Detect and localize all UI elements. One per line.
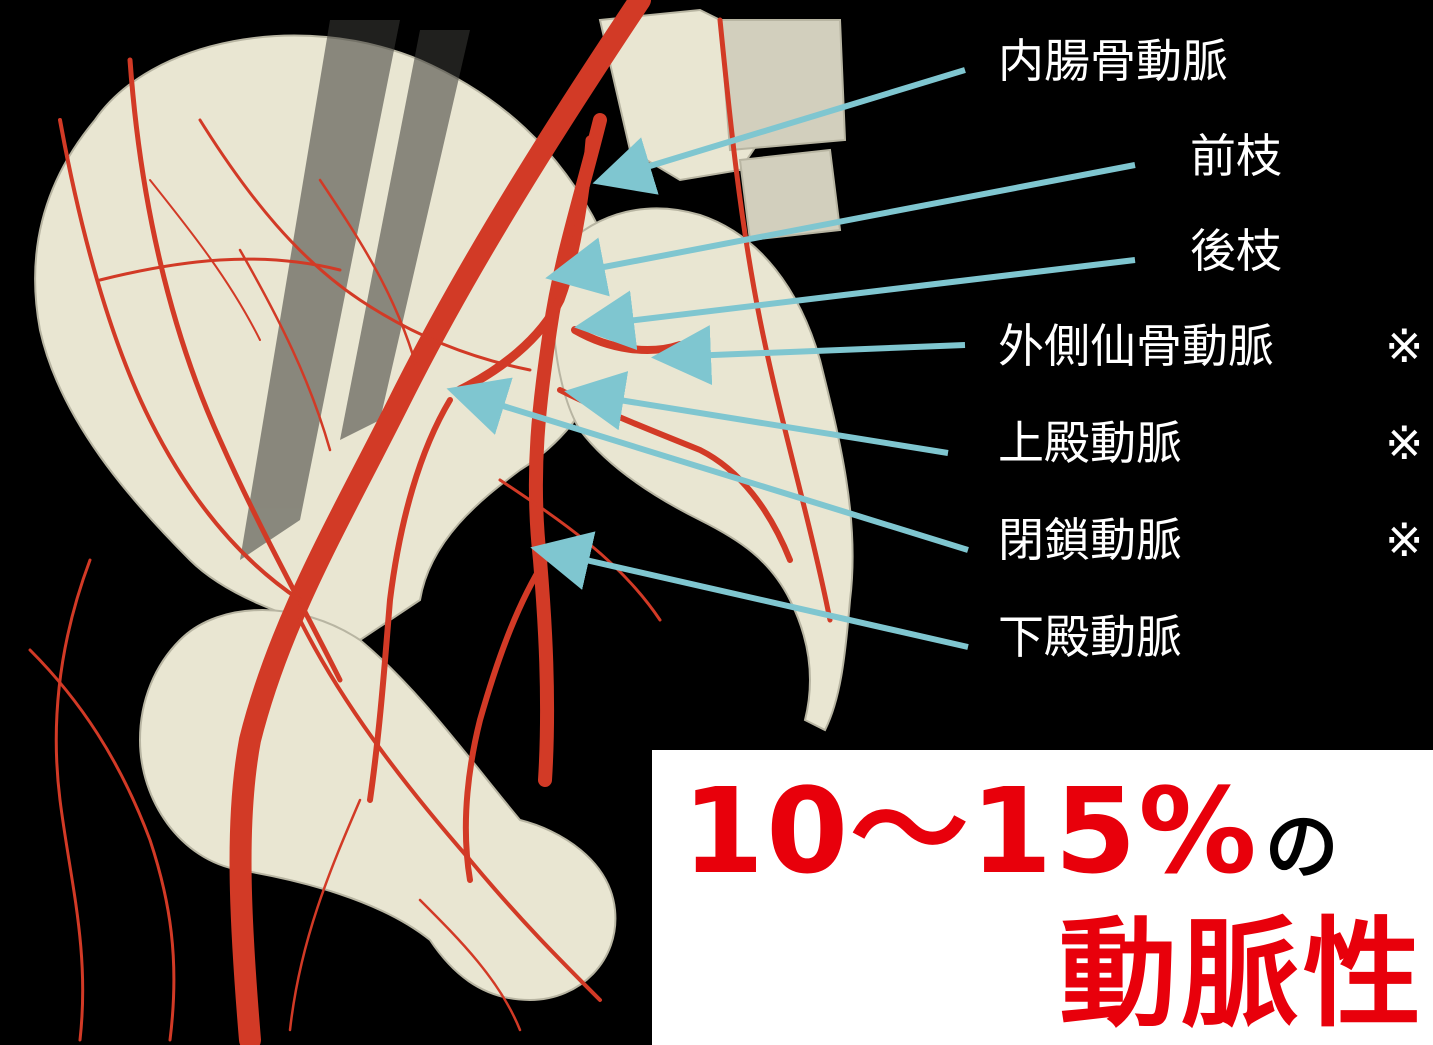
callout-word: 動脈性 <box>1059 915 1425 1033</box>
callout-headline: 10〜15%の <box>682 772 1339 890</box>
label-superior-gluteal-artery: 上殿動脈 <box>998 420 1182 466</box>
label-anterior-branch: 前枝 <box>1190 133 1282 179</box>
note-mark-obturator: ※ <box>1385 517 1424 563</box>
label-inferior-gluteal-artery: 下殿動脈 <box>998 614 1182 660</box>
note-mark-lateral-sacral: ※ <box>1385 323 1424 369</box>
callout-suffix: の <box>1265 804 1339 890</box>
callout-percent: 10〜15% <box>682 762 1259 900</box>
label-obturator-artery: 閉鎖動脈 <box>998 517 1182 563</box>
label-internal-iliac-artery: 内腸骨動脈 <box>998 38 1228 84</box>
label-posterior-branch: 後枝 <box>1190 228 1282 274</box>
note-mark-superior-gluteal: ※ <box>1385 420 1424 466</box>
pointer-inferior-gluteal <box>542 550 968 647</box>
callout-box: 10〜15%の 動脈性 <box>652 750 1433 1045</box>
label-lateral-sacral-artery: 外側仙骨動脈 <box>998 323 1274 369</box>
